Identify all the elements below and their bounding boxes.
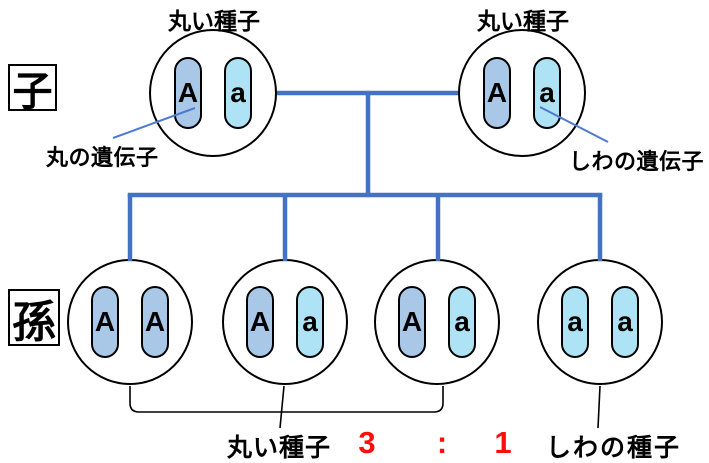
grandchild-generation-text: 孫 (12, 297, 56, 347)
offspring-seed-1: A A (67, 259, 193, 385)
allele-pill: A (91, 286, 119, 358)
ratio-value-3: 3 (358, 425, 376, 460)
round-seed-result-label: 丸い種子 (227, 434, 332, 462)
allele-pill: a (561, 286, 589, 358)
offspring-seed-4: a a (537, 259, 663, 385)
generation-label-child: 子 (8, 64, 57, 114)
allele-pill: A (246, 286, 274, 358)
round-seeds-bracket (129, 386, 444, 413)
allele-pill: A (483, 57, 511, 129)
generation-label-grandchild: 孫 (8, 289, 60, 347)
allele-pill: a (296, 286, 324, 358)
allele-pill: A (174, 57, 202, 129)
allele-pill: a (448, 286, 476, 358)
parent2-title: 丸い種子 (477, 8, 569, 34)
allele-pill: a (224, 57, 252, 129)
allele-pill: A (398, 286, 426, 358)
offspring-seed-3: A a (374, 259, 500, 385)
round-gene-annotation: 丸の遺伝子 (46, 145, 159, 170)
parent-seed-1: A a (149, 29, 277, 157)
allele-pill: a (611, 286, 639, 358)
allele-pill: A (141, 286, 169, 358)
wrinkle-seed-pointer-line (597, 385, 601, 429)
wrinkle-gene-annotation: しわの遺伝子 (569, 149, 705, 174)
allele-pill: a (533, 57, 561, 129)
round-seed-pointer-line (279, 385, 285, 429)
ratio-colon: : (436, 425, 448, 460)
offspring-seed-2: A a (222, 259, 348, 385)
ratio-value-1: 1 (494, 425, 512, 460)
parent-seed-2: A a (458, 29, 586, 157)
wrinkle-seed-result-label: しわの種子 (546, 434, 682, 462)
child-generation-text: 子 (12, 69, 53, 114)
parent1-title: 丸い種子 (168, 8, 260, 34)
